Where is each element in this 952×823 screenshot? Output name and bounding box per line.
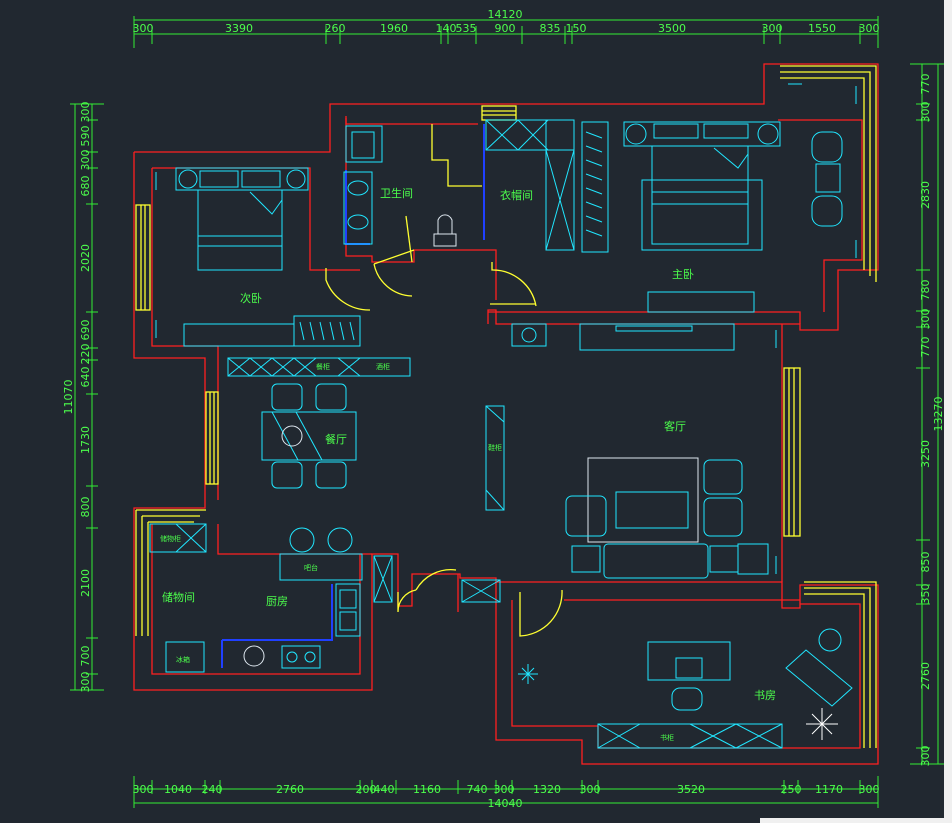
dim-left-10: 800 [79, 497, 92, 518]
dim-bottom-total: 14040 [488, 797, 523, 810]
dim-top-4: 1960 [380, 22, 408, 35]
dim-left-9: 1730 [79, 426, 92, 454]
dim-top-7: 900 [495, 22, 516, 35]
dim-left-11: 2100 [79, 569, 92, 597]
dim-bottom-13: 250 [781, 783, 802, 796]
dim-right-total: 13270 [932, 397, 945, 432]
dim-bottom-3: 240 [202, 783, 223, 796]
room-label-dining: 餐厅 [325, 432, 347, 446]
dim-left-4: 680 [79, 176, 92, 197]
dim-right-5: 300 [919, 309, 932, 330]
dim-bottom-1: 300 [133, 783, 154, 796]
dim-left-5: 2020 [79, 244, 92, 272]
label-liquor-cabinet: 酒柜 [376, 362, 390, 371]
room-label-master-bedroom: 主卧 [672, 268, 694, 281]
dim-top-10: 3500 [658, 22, 686, 35]
dim-right-2: 300 [919, 102, 932, 123]
doors [325, 124, 563, 637]
dim-right-1: 770 [919, 74, 932, 95]
dim-bottom-2: 1040 [164, 783, 192, 796]
dim-top-13: 300 [859, 22, 880, 35]
label-dining-cabinet: 餐柜 [316, 362, 330, 371]
dim-left-6: 690 [79, 320, 92, 341]
dimension-lines [70, 16, 946, 808]
room-label-kitchen: 厨房 [266, 595, 288, 608]
dim-bottom-11: 300 [580, 783, 601, 796]
dim-top-12: 1550 [808, 22, 836, 35]
dim-top-8: 835 [540, 22, 561, 35]
room-label-storage: 储物间 [162, 590, 195, 604]
room-label-second-bedroom: 次卧 [240, 291, 262, 305]
label-shoe-cabinet: 鞋柜 [488, 443, 502, 452]
dim-left-7: 220 [79, 344, 92, 365]
room-label-study: 书房 [754, 689, 776, 702]
room-label-living: 客厅 [664, 419, 686, 433]
windows [135, 65, 877, 748]
label-counter: 吧台 [304, 563, 318, 572]
dim-left-3: 300 [79, 150, 92, 171]
dim-bottom-15: 300 [859, 783, 880, 796]
dim-top-total: 14120 [488, 8, 523, 21]
dim-right-8: 850 [919, 552, 932, 573]
dim-bottom-4: 2760 [276, 783, 304, 796]
dim-right-4: 780 [919, 280, 932, 301]
label-fridge: 冰箱 [176, 655, 190, 664]
dim-right-6: 770 [919, 337, 932, 358]
dim-top-5: 140 [436, 22, 457, 35]
dim-left-2: 590 [79, 126, 92, 147]
dim-right-10: 2760 [919, 662, 932, 690]
plumbing-lines [221, 124, 485, 668]
dim-bottom-6: 440 [374, 783, 395, 796]
furniture [149, 83, 857, 749]
dim-bottom-12: 3520 [677, 783, 705, 796]
label-bookcase: 书柜 [660, 733, 674, 742]
dim-right-3: 2830 [919, 181, 932, 209]
dim-left-12: 700 [79, 646, 92, 667]
walls [133, 63, 879, 765]
dim-top-6: 535 [456, 22, 477, 35]
dim-bottom-9: 300 [494, 783, 515, 796]
dim-top-1: 300 [133, 22, 154, 35]
dim-bottom-10: 1320 [533, 783, 561, 796]
dim-left-8: 640 [79, 367, 92, 388]
right-scroll-edge [944, 0, 952, 823]
dim-bottom-5: 200 [356, 783, 377, 796]
dim-left-13: 300 [79, 672, 92, 693]
dim-top-3: 260 [325, 22, 346, 35]
dim-top-11: 300 [762, 22, 783, 35]
room-label-cloakroom: 衣帽间 [500, 188, 533, 202]
dim-right-7: 3250 [919, 440, 932, 468]
dim-top-2: 3390 [225, 22, 253, 35]
dim-right-11: 300 [919, 746, 932, 767]
dim-bottom-7: 1160 [413, 783, 441, 796]
room-label-bathroom: 卫生间 [380, 186, 413, 200]
dim-right-9: 350 [919, 584, 932, 605]
dim-bottom-8: 740 [467, 783, 488, 796]
dim-bottom-14: 1170 [815, 783, 843, 796]
dim-left-1: 300 [79, 102, 92, 123]
dim-left-total: 11070 [62, 380, 75, 415]
bottom-scroll-edge [760, 818, 952, 823]
label-storage-cabinet: 储物柜 [160, 534, 181, 543]
dim-top-9: 150 [566, 22, 587, 35]
